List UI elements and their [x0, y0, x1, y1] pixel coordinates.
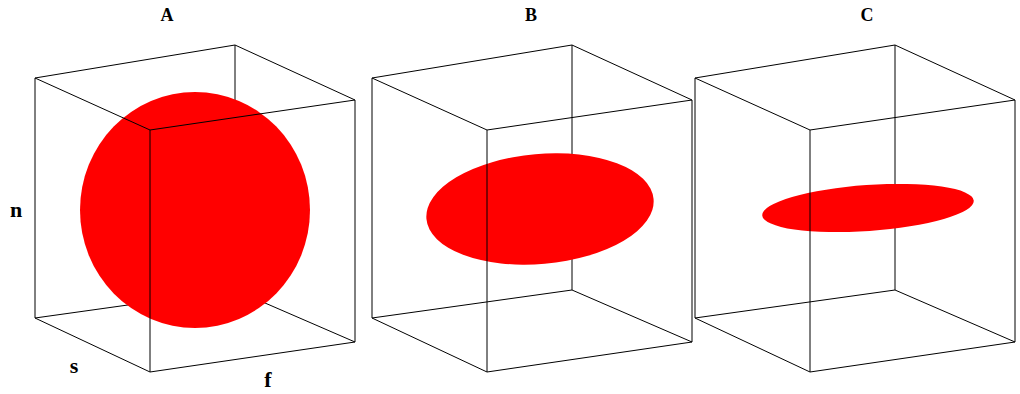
sphere — [80, 92, 310, 328]
axis-label: f — [264, 369, 271, 391]
cube-frame — [695, 45, 1015, 372]
panel-letter: B — [525, 6, 537, 24]
cube-frame — [695, 78, 1015, 372]
flat-ellipsoid — [761, 178, 976, 239]
oblate-ellipsoid — [422, 144, 659, 273]
cube-frame — [372, 78, 692, 372]
cube-frame — [35, 45, 355, 372]
panel-letter: A — [161, 6, 174, 24]
cube-frame — [372, 45, 692, 372]
panel-letter: C — [861, 6, 874, 24]
axis-label: n — [10, 199, 22, 221]
axis-label: s — [70, 355, 79, 377]
cube-frame — [35, 78, 355, 372]
